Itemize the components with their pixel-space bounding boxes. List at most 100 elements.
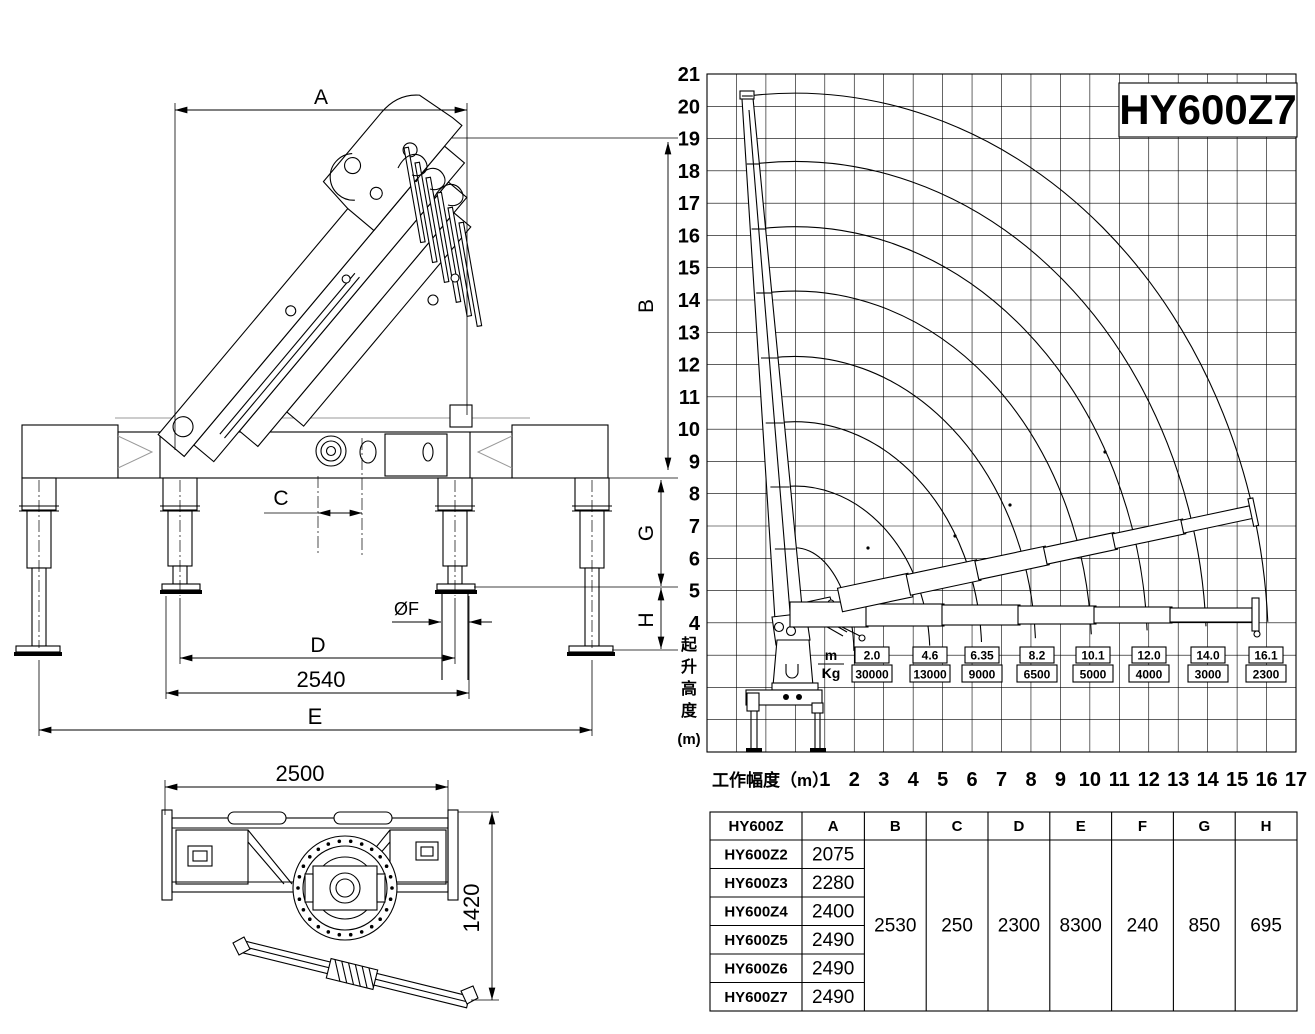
beam-bolt <box>796 694 802 700</box>
bolt-dot <box>308 855 312 859</box>
bolt-dot <box>384 864 389 868</box>
outrigger-leg-outer-left <box>14 477 62 656</box>
x-tick-label: 12 <box>1138 769 1160 791</box>
capacity-box <box>909 664 951 683</box>
boom-hole <box>341 274 351 284</box>
boom-head-notch <box>329 153 355 201</box>
dim-label-H: H <box>635 612 658 627</box>
horizontal-boom <box>789 597 1261 638</box>
y-axis-unit-char: 升 <box>681 658 697 676</box>
x-tick-label: 6 <box>967 769 978 791</box>
table-header-cell: D <box>1013 818 1024 835</box>
chart-title-box <box>1118 82 1298 138</box>
ratio-denominator: Kg <box>822 665 841 681</box>
beam-end-cap-left <box>161 809 173 901</box>
y-axis-unit-char: 高 <box>681 679 697 698</box>
bolt-dot <box>297 897 302 901</box>
radius-value: 4.6 <box>922 649 939 663</box>
dim-label-d2540: 2540 <box>297 667 346 692</box>
table-header-cell: HY600Z <box>728 818 783 835</box>
y-tick-label: 16 <box>678 225 700 247</box>
x-tick-label: 14 <box>1197 769 1220 791</box>
capacity-box <box>1245 664 1287 683</box>
capacity-box <box>1128 664 1170 683</box>
y-tick-label: 15 <box>678 258 700 280</box>
dim-label-t2500: 2500 <box>276 761 325 786</box>
funnel-right <box>476 435 513 469</box>
table-a-value: 2490 <box>812 958 854 979</box>
gusset-line <box>247 829 293 885</box>
dim-label-F: ØF <box>394 599 419 619</box>
table-shared-value: 8300 <box>1060 916 1102 937</box>
radius-value: 2.0 <box>864 649 881 663</box>
bolt-dot <box>316 924 321 929</box>
table-model-cell: HY600Z5 <box>724 932 787 949</box>
ratio-numerator: m <box>825 647 837 663</box>
folded-boom-assembly <box>157 94 472 463</box>
table-header-cell: F <box>1138 818 1147 835</box>
chassis-bracket <box>449 404 473 428</box>
table-a-value: 2490 <box>812 987 854 1008</box>
rotator-bore-inner <box>335 878 355 898</box>
foot-pad <box>746 748 762 752</box>
outrigger-leg-inner-right <box>435 477 477 680</box>
dim-label-D: D <box>310 634 325 657</box>
x-tick-label: 15 <box>1226 769 1248 791</box>
x-tick-label: 7 <box>996 769 1007 791</box>
table-shared-value: 2530 <box>874 916 916 937</box>
y-tick-label: 17 <box>678 193 700 215</box>
bolt-dot <box>297 875 302 879</box>
x-tick-label: 8 <box>1025 769 1036 791</box>
stowed-boom-top-view <box>232 936 479 1009</box>
table-header-cell: C <box>952 818 963 835</box>
dim-label-t1420: 1420 <box>459 884 484 933</box>
bolt-dot <box>348 932 353 937</box>
radius-box <box>1131 646 1167 664</box>
vertical-boom-inner-line <box>748 109 791 613</box>
pedestal-column <box>772 639 814 687</box>
funnel-left <box>117 435 154 469</box>
dimension-lines <box>38 103 678 1001</box>
vertical-boom <box>741 97 804 621</box>
mark-dot <box>1008 503 1012 507</box>
mark-dot <box>953 534 957 538</box>
vertical-boom-section-joints <box>741 95 796 550</box>
bolt-dot <box>369 847 374 852</box>
capacity-value: 2300 <box>1253 668 1280 682</box>
y-tick-label: 4 <box>689 613 701 635</box>
chart-leg-right <box>811 702 824 714</box>
radius-box <box>1190 646 1226 664</box>
right-detail-box <box>389 829 447 885</box>
dim-label-G: G <box>635 525 658 541</box>
hook-eye <box>1253 630 1261 638</box>
radius-value: 6.35 <box>970 649 994 663</box>
base-plate <box>771 682 819 691</box>
table-header-cell: H <box>1261 818 1272 835</box>
y-tick-label: 19 <box>678 129 700 151</box>
y-tick-label: 12 <box>678 355 700 377</box>
side-view-drawing <box>14 94 615 680</box>
table-model-cell: HY600Z6 <box>724 960 787 977</box>
y-axis-unit-char: (m) <box>677 731 700 748</box>
x-tick-label: 11 <box>1109 769 1130 791</box>
table-shared-value: 695 <box>1250 916 1282 937</box>
mark-dot <box>1103 450 1107 454</box>
table-header-cell: E <box>1076 818 1086 835</box>
dim-label-B: B <box>635 299 658 313</box>
x-tick-label: 4 <box>908 769 920 791</box>
bolt-dot <box>378 855 383 859</box>
x-tick-label: 5 <box>937 769 948 791</box>
range-arc <box>757 226 1148 631</box>
capacity-value: 9000 <box>969 668 996 682</box>
lock-block <box>415 841 439 861</box>
table-model-cell: HY600Z4 <box>724 903 788 920</box>
bolt-dot <box>359 842 364 846</box>
capacity-box <box>1016 664 1058 683</box>
foot-pad <box>810 748 826 752</box>
y-axis-unit-char: 度 <box>681 701 698 720</box>
y-axis-unit-char: 起 <box>680 635 698 654</box>
capacity-value: 30000 <box>855 668 889 682</box>
boom-end-plate <box>460 985 479 1005</box>
